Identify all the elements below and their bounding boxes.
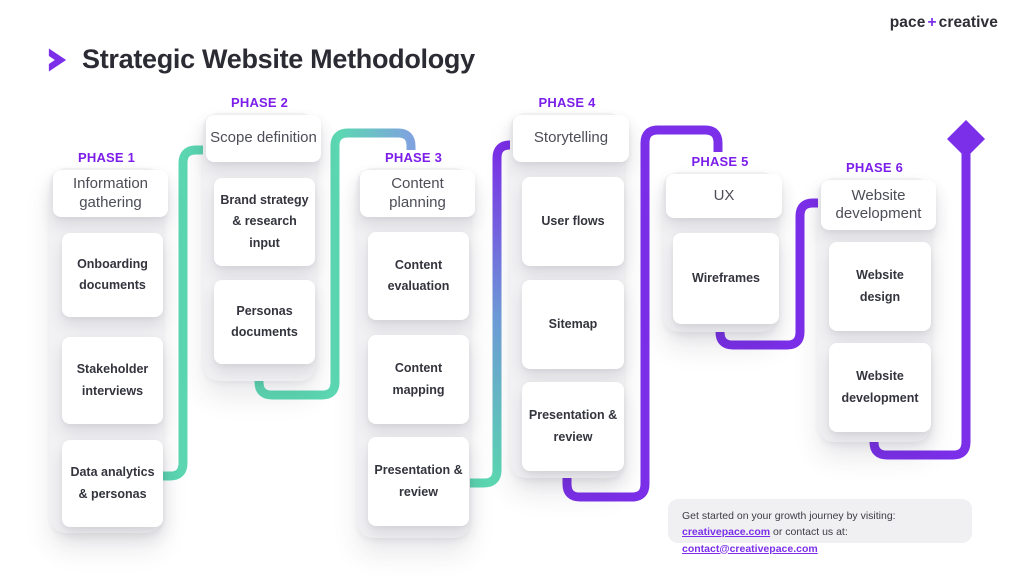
brand-logo-creative: creative <box>938 14 998 31</box>
phase-1-header: Information gathering <box>53 170 168 217</box>
step-card: Stakeholder interviews <box>62 337 163 424</box>
step-card: Website development <box>829 343 931 432</box>
step-card: Onboarding documents <box>62 233 163 317</box>
step-card: Presentation & review <box>522 382 624 471</box>
title-row: Strategic Website Methodology <box>46 44 475 75</box>
step-card: Data analytics & personas <box>62 440 163 527</box>
arrow-up-icon <box>947 120 985 158</box>
phase-3-header: Content planning <box>360 170 475 217</box>
step-card: Wireframes <box>673 233 779 324</box>
phase-2-header: Scope definition <box>206 115 321 162</box>
step-card: Personas documents <box>214 280 315 364</box>
step-card: Presentation & review <box>368 437 469 526</box>
phase-2-label: PHASE 2 <box>230 95 289 110</box>
contact-note-text: Get started on your growth journey by vi… <box>682 510 896 522</box>
brand-logo-pace: pace <box>889 14 926 31</box>
chevron-right-icon <box>48 48 67 71</box>
phase-column-3: PHASE 3 Content planning Content evaluat… <box>357 150 475 538</box>
step-card: Website design <box>829 242 931 331</box>
phase-column-5: PHASE 5 UX Wireframes <box>663 154 782 332</box>
brand-logo: pace+creative <box>890 14 998 32</box>
contact-note-text: or contact us at: <box>770 526 848 539</box>
phase-6-header: Website development <box>821 180 936 230</box>
phase-column-2: PHASE 2 Scope definition Brand strategy … <box>203 95 321 381</box>
website-link[interactable]: creativepace.com <box>682 526 771 539</box>
phase-column-4: PHASE 4 Storytelling User flows Sitemap … <box>510 95 629 478</box>
step-card: Brand strategy & research input <box>214 178 315 266</box>
phase-4-header: Storytelling <box>513 115 629 162</box>
phase-column-1: PHASE 1 Information gathering Onboarding… <box>50 150 168 533</box>
phase-6-label: PHASE 6 <box>845 160 904 175</box>
phase-1-label: PHASE 1 <box>77 150 136 165</box>
phase-5-header: UX <box>666 174 782 218</box>
phase-column-6: PHASE 6 Website development Website desi… <box>818 160 936 442</box>
page-title: Strategic Website Methodology <box>82 44 475 74</box>
step-card: Content mapping <box>368 335 469 424</box>
plus-icon: + <box>927 14 937 31</box>
step-card: Sitemap <box>522 280 624 369</box>
contact-note: Get started on your growth journey by vi… <box>668 499 972 555</box>
phase-3-label: PHASE 3 <box>384 150 443 165</box>
step-card: User flows <box>522 177 624 266</box>
email-link[interactable]: contact@creativepace.com <box>682 542 818 555</box>
step-card: Content evaluation <box>368 232 469 320</box>
phase-4-label: PHASE 4 <box>538 95 596 110</box>
phase-5-label: PHASE 5 <box>691 154 749 169</box>
